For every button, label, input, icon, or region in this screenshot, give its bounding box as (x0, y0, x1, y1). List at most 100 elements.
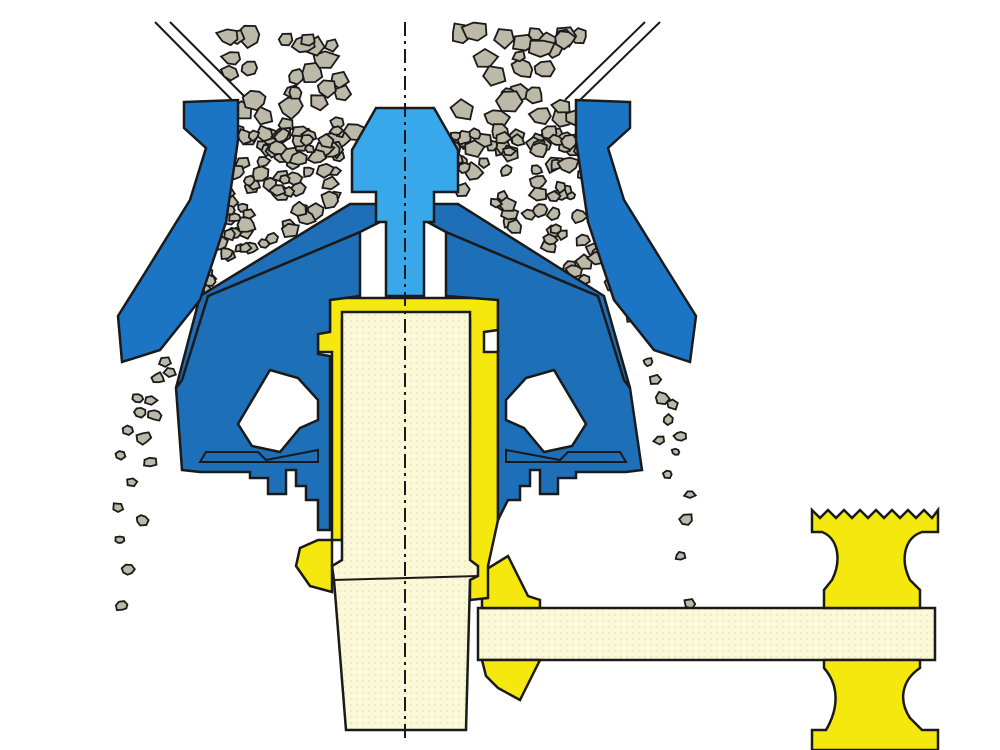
ore-stone (310, 94, 329, 112)
ore-stone (316, 79, 337, 100)
ore-stone (520, 208, 537, 221)
ore-stone (303, 166, 315, 178)
ore-stone (214, 28, 239, 47)
ore-stone (256, 156, 272, 169)
ore-stone (252, 165, 270, 182)
ore-stone (236, 24, 261, 50)
ore-stone (219, 51, 242, 66)
ore-stone (242, 174, 257, 187)
ore-stone (114, 450, 127, 461)
ore-stone (554, 30, 577, 51)
ore-stone (236, 216, 257, 233)
ore-stone (143, 456, 158, 468)
bowl-liner-left (116, 98, 240, 364)
ore-stone (267, 140, 288, 156)
ore-stone (651, 435, 666, 446)
ore-stone (112, 502, 125, 514)
ore-stone (288, 67, 306, 86)
ore-stone (506, 218, 523, 234)
ore-stone (556, 156, 580, 174)
ore-stone (301, 62, 324, 84)
ore-stone (674, 550, 687, 561)
ore-stone (306, 148, 328, 164)
main-frame (174, 230, 644, 532)
ore-stone (267, 184, 287, 197)
ore-stone (575, 233, 592, 247)
ore-stone (511, 50, 526, 63)
ore-stone (468, 127, 482, 140)
ore-stone (114, 535, 126, 544)
ore-stone (662, 412, 674, 427)
ore-stone (670, 447, 681, 456)
ore-stone (288, 85, 303, 100)
ore-stone (289, 200, 308, 217)
ore-stone (482, 65, 507, 87)
ore-stone (300, 33, 316, 47)
ore-stone (450, 131, 462, 142)
ore-stone (135, 514, 150, 527)
ore-stone (328, 125, 345, 136)
ore-stone (542, 233, 560, 246)
ore-stone (282, 185, 296, 198)
ore-stone (114, 600, 129, 612)
ore-stone (527, 107, 552, 126)
bowl-liner-right (574, 98, 698, 364)
ore-stone (449, 98, 474, 121)
ore-stone (120, 563, 136, 576)
ore-stone (131, 393, 145, 404)
ore-stone (257, 238, 271, 249)
ore-stone (654, 390, 671, 406)
ore-stone (299, 134, 315, 148)
ore-stone (277, 32, 294, 47)
ore-stone (150, 371, 166, 384)
ore-stone (494, 90, 524, 113)
ore-stone (545, 206, 561, 222)
ore-stone (332, 84, 353, 102)
ore-stone (499, 163, 513, 178)
crusher-head-cap (350, 106, 460, 298)
ore-stone (529, 141, 548, 159)
ore-stone (478, 157, 491, 170)
ore-stone (457, 161, 471, 174)
ore-stone (162, 367, 177, 379)
ore-stone (132, 406, 147, 419)
ore-stone (315, 162, 336, 179)
ore-stone (527, 186, 548, 202)
ore-stone (528, 174, 548, 191)
ore-stone (672, 430, 688, 442)
drive-pulley (810, 506, 940, 750)
ore-stone (545, 190, 562, 203)
ore-stone (242, 208, 257, 220)
ore-stone (264, 231, 280, 245)
ore-stone (240, 60, 259, 77)
ore-stone (303, 143, 316, 154)
ore-stone (126, 477, 139, 488)
ore-stone (321, 175, 341, 191)
ore-stone (460, 21, 488, 42)
ore-stone (320, 190, 340, 210)
ore-stone (239, 241, 253, 253)
ore-stone (554, 180, 567, 195)
ore-stone (682, 490, 698, 499)
ore-stone (288, 150, 308, 166)
ore-stone (223, 227, 237, 242)
ore-stone (550, 98, 571, 114)
ore-stone (241, 89, 267, 112)
frame-cutout-left (236, 368, 320, 454)
ore-stone (121, 424, 135, 437)
ore-stone (247, 129, 261, 143)
ore-stone (464, 139, 486, 159)
ore-stone (678, 513, 693, 526)
feed-hopper-left (154, 21, 247, 101)
ore-stone (510, 57, 534, 79)
ore-stone (501, 146, 518, 157)
ore-stone (143, 395, 160, 406)
ore-stone (316, 132, 335, 149)
ore-stone (549, 223, 562, 235)
ore-stone (530, 164, 544, 175)
ore-stone (489, 197, 504, 209)
ore-stone (157, 356, 173, 368)
ore-stone (278, 174, 291, 185)
